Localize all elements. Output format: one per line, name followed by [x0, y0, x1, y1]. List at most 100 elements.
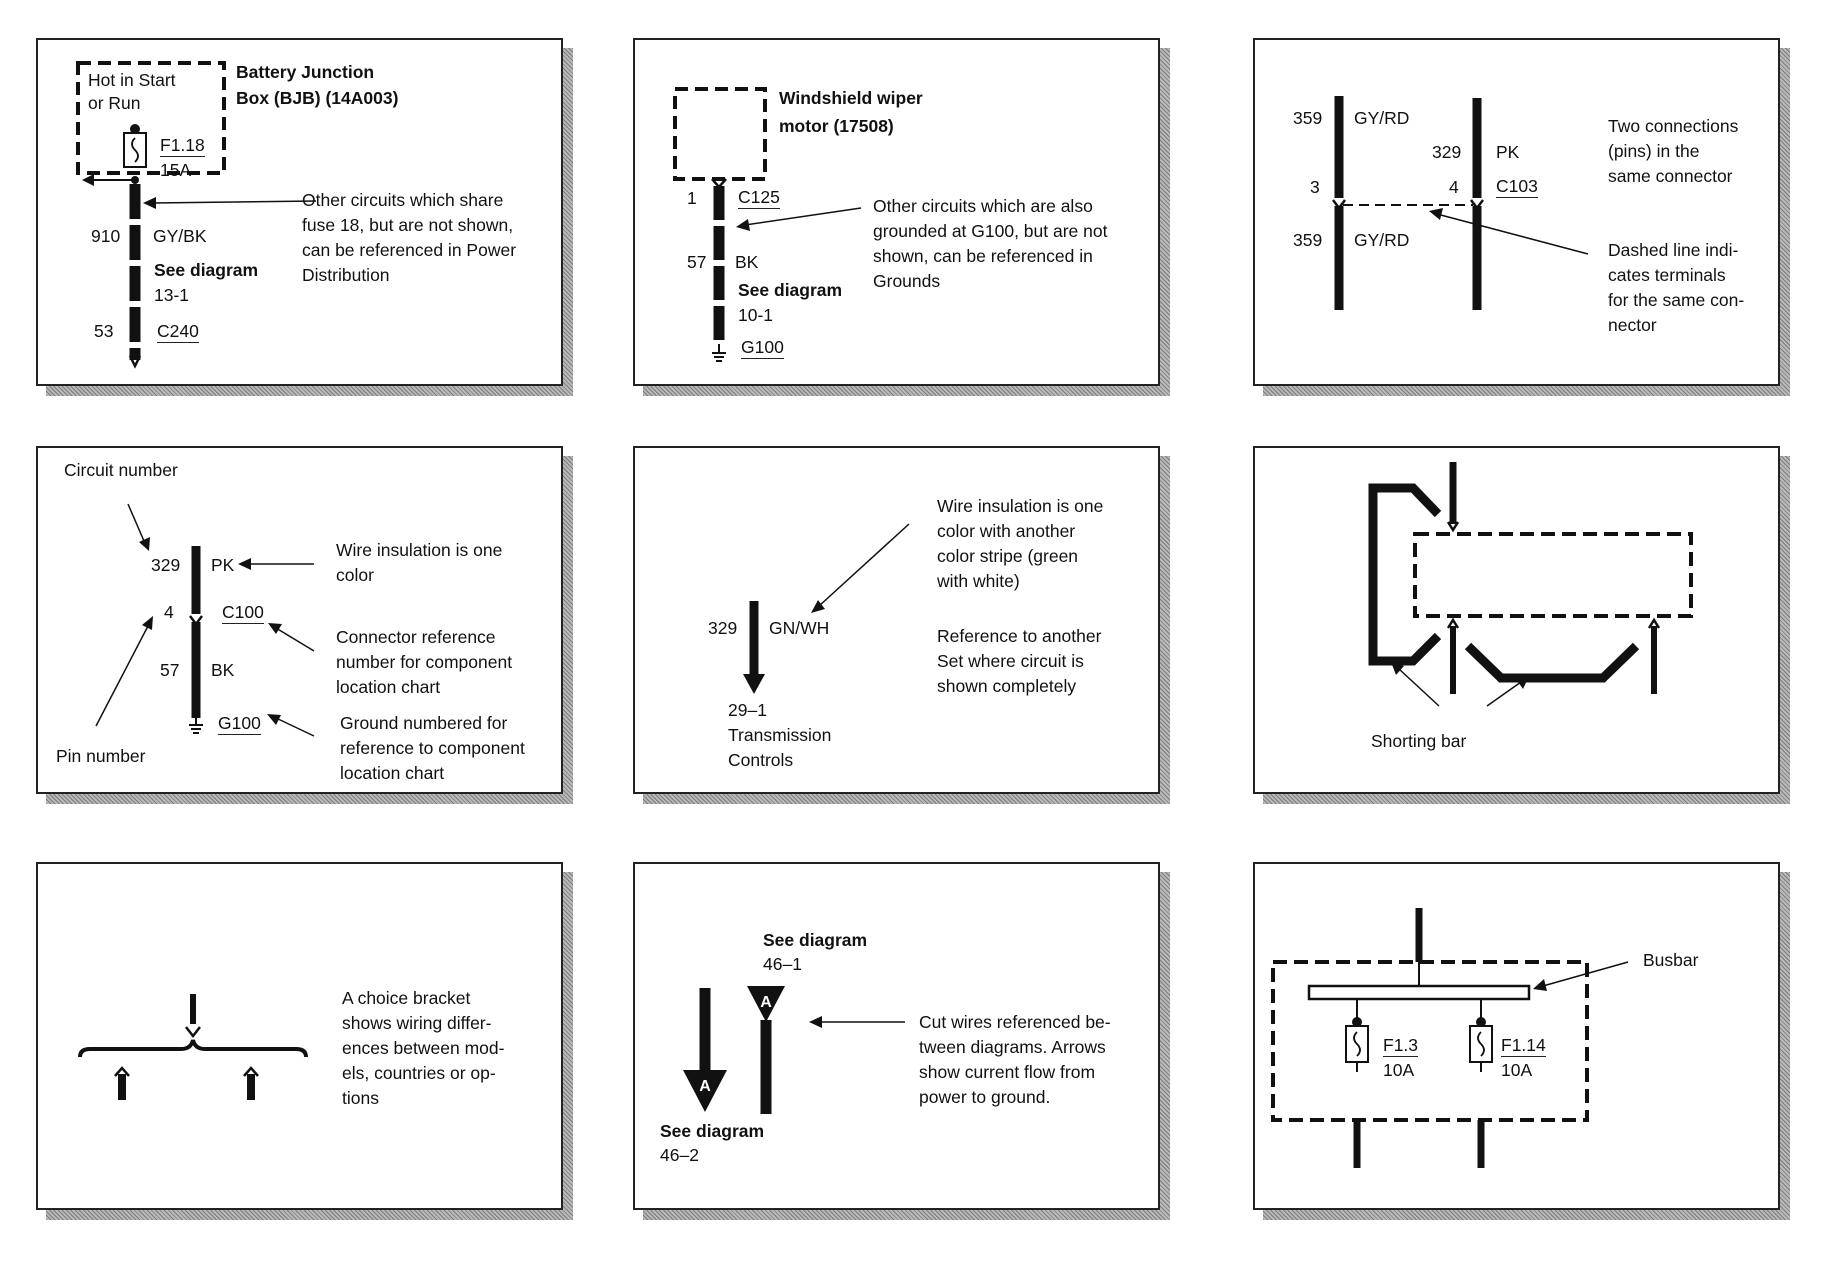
fuse-amperage: 15A	[160, 160, 192, 180]
pin-number: 53	[94, 321, 114, 341]
bjb-wire-end	[128, 355, 142, 369]
right-color: PK	[1496, 142, 1520, 162]
stripe-note-leader	[818, 523, 910, 607]
cut-note-line2: tween diagrams. Arrows	[919, 1037, 1106, 1057]
stripe-note-line1: Wire insulation is one	[937, 496, 1104, 516]
bjb-title-line1: Battery Junction	[236, 62, 375, 82]
choice-note-line3: ences between mod-	[342, 1038, 505, 1058]
choice-output-terminal-left	[114, 1066, 130, 1077]
note-color-line2: color	[336, 565, 374, 585]
fuse-left-label: F1.3	[1383, 1035, 1419, 1057]
note-ground-line2: reference to component	[340, 738, 525, 758]
ref-note-line2: Set where circuit is	[937, 651, 1084, 671]
fuse-left-element	[1353, 1031, 1361, 1057]
wiper-note-line3: shown, can be referenced in	[873, 246, 1093, 266]
stripe-note-line3: color stripe (green	[937, 546, 1079, 566]
left-circuit-top: 359	[1293, 108, 1323, 128]
connector-arrowhead	[268, 623, 282, 634]
pins-note-top-line2: (pins) in the	[1608, 141, 1700, 161]
left-pin: 3	[1310, 177, 1320, 197]
connector-ref: C240	[157, 321, 199, 343]
choice-note-line4: els, countries or op-	[342, 1063, 496, 1083]
left-circuit-bottom: 359	[1293, 230, 1323, 250]
stripe-note-line2: color with another	[937, 521, 1076, 541]
pins-note-top-line1: Two connections	[1608, 116, 1739, 136]
bottom-terminal-left	[1446, 617, 1460, 629]
choice-schematic	[78, 994, 308, 1100]
fuse-right-element	[1477, 1031, 1485, 1057]
panel-card	[1253, 862, 1780, 1210]
legend-circuit2: 57	[160, 660, 180, 680]
busbar-label: Busbar	[1643, 950, 1699, 970]
stripe-note-arrowhead	[811, 600, 825, 613]
panel-busbar: Busbar F1.3 10A F1.14 10A	[1253, 862, 1790, 1220]
wiper-note-line1: Other circuits which are also	[873, 196, 1093, 216]
dashed-line-note-arrowhead	[1429, 208, 1443, 220]
panel-card	[36, 38, 563, 386]
panel-shorting-bar: Shorting bar	[1253, 446, 1790, 804]
panel-connector-pins: 359 GY/RD 3 359 GY/RD 329 PK 4 C103 Two …	[1253, 38, 1790, 396]
panel-card	[36, 862, 563, 1210]
see-diagram-bottom: See diagram	[660, 1121, 765, 1141]
reference-name-line1: Transmission	[728, 725, 832, 745]
legend-ground: G100	[218, 713, 261, 735]
see-diagram-top: See diagram	[763, 930, 868, 950]
pins-schematic	[1332, 96, 1589, 310]
cut-note-arrowhead	[809, 1016, 822, 1028]
bjb-fuse-element	[131, 137, 139, 163]
marker-a-up: A	[760, 994, 772, 1011]
circuit-number-label: Circuit number	[64, 460, 178, 480]
wiper-pin: 1	[687, 188, 697, 208]
legend-connector: C100	[222, 602, 264, 624]
shorting-arrowhead-right	[1516, 676, 1529, 689]
shorting-bar-bottom	[1464, 642, 1640, 683]
bjb-note-line3: can be referenced in Power	[302, 240, 517, 260]
fuse-label: F1.18	[160, 135, 205, 157]
cut-triangle-up	[747, 986, 785, 1022]
wiper-note-leader	[744, 207, 862, 226]
bjb-title-line2: Box (BJB) (14A003)	[236, 88, 399, 108]
bjb-fuse-node	[131, 176, 139, 184]
cut-note-line3: show current flow from	[919, 1062, 1096, 1082]
dashed-line-note-leader	[1436, 213, 1589, 255]
panel-battery-junction-box: Hot in Start or Run Battery Junction Box…	[36, 38, 573, 396]
circuit-number: 910	[91, 226, 121, 246]
note-ground-line1: Ground numbered for	[340, 713, 508, 733]
shorting-bar-left	[1368, 483, 1442, 666]
note-ground-line3: location chart	[340, 763, 445, 783]
fuse-left-node	[1352, 1017, 1362, 1027]
wiper-see-diagram: See diagram	[738, 280, 843, 300]
legend-pin: 4	[164, 602, 174, 622]
pin-number-arrowhead	[142, 616, 153, 630]
marker-a-down: A	[699, 1078, 711, 1095]
bjb-note-line2: fuse 18, but are not shown,	[302, 215, 514, 235]
reference-number: 29–1	[728, 700, 767, 720]
bjb-tap-arrowhead	[82, 174, 94, 186]
wiper-color: BK	[735, 252, 759, 272]
bjb-note-arrowhead	[143, 197, 156, 209]
shorting-schematic	[1368, 462, 1693, 707]
diagram-ref-bottom: 46–2	[660, 1145, 699, 1165]
see-diagram-label: See diagram	[154, 260, 259, 280]
connector-dashed-box	[1413, 532, 1693, 618]
stripe-circuit: 329	[708, 618, 738, 638]
note-connector-line1: Connector reference	[336, 627, 496, 647]
panel-cut-wires: A A See diagram 46–1 Cut wires reference…	[633, 862, 1170, 1220]
wiper-dashed-box	[673, 87, 767, 181]
panel-card	[633, 446, 1160, 794]
bjb-note-line4: Distribution	[302, 265, 390, 285]
busbar	[1307, 984, 1531, 1001]
cut-arrowhead-down	[683, 1070, 727, 1112]
choice-note-line1: A choice bracket	[342, 988, 471, 1008]
choice-input-terminal	[185, 1026, 201, 1039]
choice-bracket	[78, 1039, 308, 1058]
fuse-right-node	[1476, 1017, 1486, 1027]
bjb-dashed-box	[76, 61, 226, 175]
pin-number-leader	[95, 625, 149, 727]
panel-card	[1253, 446, 1780, 794]
pins-note-top-line3: same connector	[1608, 166, 1733, 186]
pins-note-bottom-line4: nector	[1608, 315, 1657, 335]
stripe-note-line4: with white)	[937, 571, 1020, 591]
bjb-node	[130, 124, 140, 134]
right-circuit: 329	[1432, 142, 1462, 162]
